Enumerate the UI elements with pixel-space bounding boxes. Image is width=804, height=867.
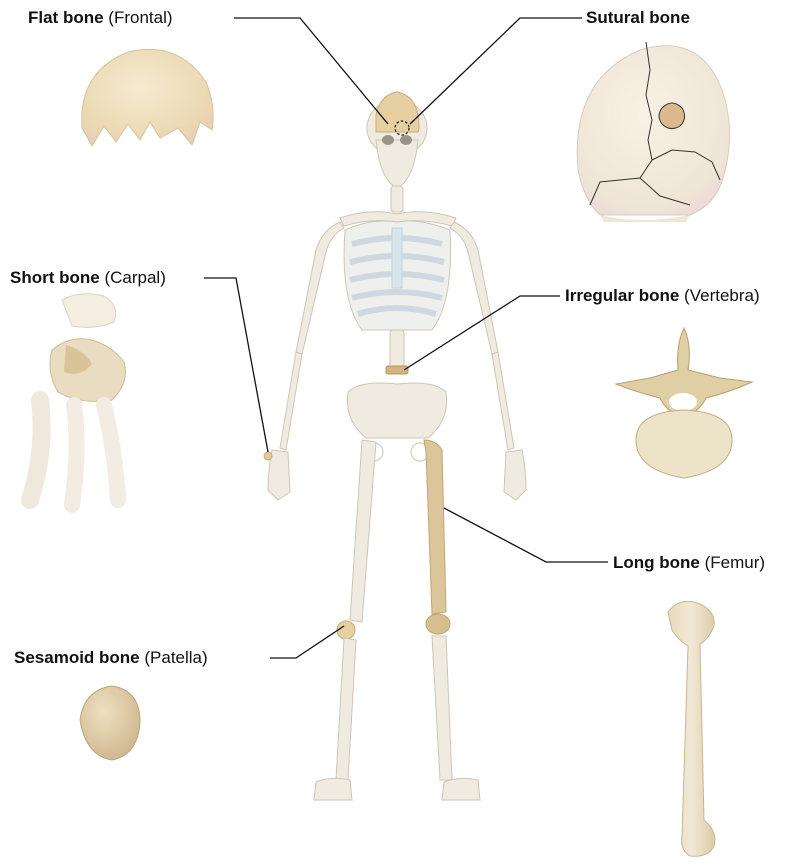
vertebra-illustration [616, 328, 752, 478]
sutural-bone-illustration [577, 42, 729, 222]
full-skeleton [264, 92, 526, 800]
frontal-bone-illustration [82, 49, 213, 146]
femur-illustration [668, 601, 715, 856]
patella-illustration [80, 686, 140, 760]
carpal-bone-illustration [30, 294, 126, 505]
